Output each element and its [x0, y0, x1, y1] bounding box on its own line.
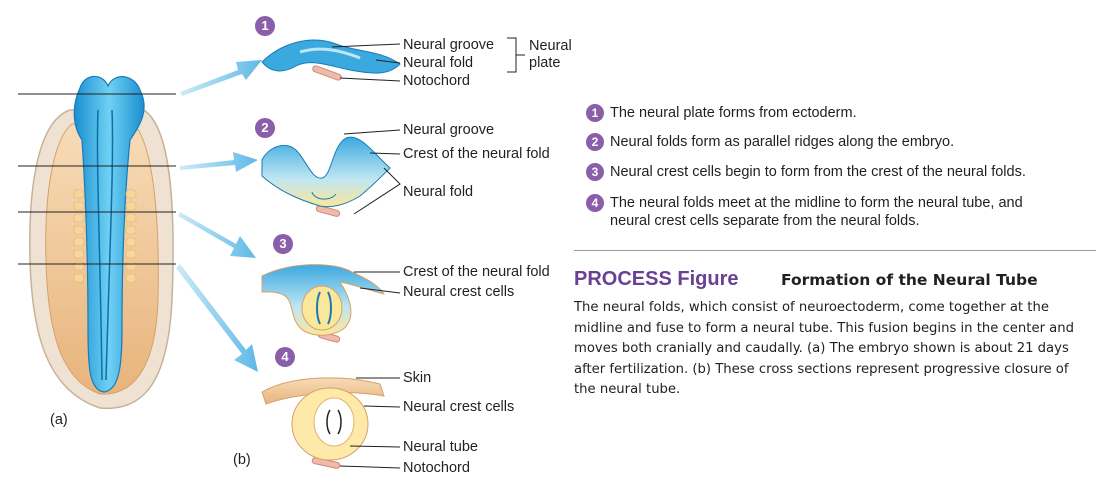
section-lines	[18, 93, 176, 265]
step-1-badge: 1	[255, 16, 275, 36]
arrow-3	[178, 212, 256, 258]
panel-b-label: (b)	[233, 452, 251, 468]
step-item-1: 1 The neural plate forms from ectoderm.	[586, 104, 857, 122]
process-arrows	[176, 60, 262, 372]
label-notochord-1: Notochord	[403, 73, 470, 89]
caption-divider	[574, 250, 1096, 251]
step-item-3-text: Neural crest cells begin to form from th…	[610, 164, 1026, 180]
label-neural-tube: Neural tube	[403, 439, 478, 455]
step-4-badge: 4	[275, 347, 295, 367]
step-item-4-text: The neural folds meet at the midline to …	[610, 195, 1023, 229]
cross-section-1	[261, 39, 401, 81]
caption-subtitle: Formation of the Neural Tube	[781, 271, 1038, 289]
step-item-2: 2 Neural folds form as parallel ridges a…	[586, 133, 954, 151]
cross-section-4	[261, 377, 385, 469]
step-item-2-text: Neural folds form as parallel ridges alo…	[610, 134, 955, 150]
caption-title: PROCESS Figure	[574, 268, 739, 290]
label-crest-3: Crest of the neural fold	[403, 264, 550, 280]
step-2-badge: 2	[255, 118, 275, 138]
arrow-2	[180, 152, 258, 172]
label-notochord-4: Notochord	[403, 460, 470, 476]
step-item-3: 3 Neural crest cells begin to form from …	[586, 163, 1026, 181]
label-skin: Skin	[403, 370, 432, 386]
step-item-3-number: 3	[586, 163, 604, 181]
caption-body: The neural folds, which consist of neuro…	[574, 300, 1074, 397]
step-item-4-number: 4	[586, 194, 604, 212]
step-item-2-number: 2	[586, 133, 604, 151]
step-3-badge: 3	[273, 234, 293, 254]
step-item-1-text: The neural plate forms from ectoderm.	[610, 105, 857, 121]
label-neural-crest-cells-4: Neural crest cells	[403, 399, 515, 415]
label-neural-fold-1: Neural fold	[403, 55, 474, 71]
embryo-illustration	[29, 75, 174, 410]
label-neural-plate: Neural plate	[529, 38, 572, 71]
label-neural-groove-1: Neural groove	[403, 37, 495, 53]
panel-a-label: (a)	[50, 412, 68, 428]
leader-lines	[331, 37, 525, 469]
label-crest-2: Crest of the neural fold	[403, 146, 550, 162]
label-neural-crest-cells-3: Neural crest cells	[403, 284, 515, 300]
cross-section-2	[261, 136, 391, 217]
cross-section-3	[261, 264, 386, 343]
label-neural-fold-2: Neural fold	[403, 184, 474, 200]
arrow-4	[176, 264, 258, 372]
label-neural-groove-2: Neural groove	[403, 122, 495, 138]
step-item-1-number: 1	[586, 104, 604, 122]
arrow-1	[180, 60, 262, 96]
step-item-4: 4 The neural folds meet at the midline t…	[586, 194, 1023, 230]
